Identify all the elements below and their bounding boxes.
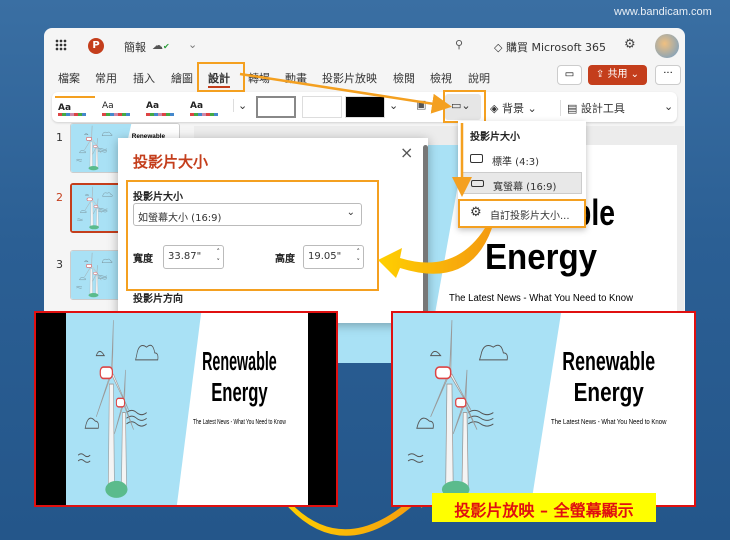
comments-button[interactable]: ▭ (557, 65, 582, 85)
slide-title-line2: Energy (485, 236, 597, 277)
slide-subtitle: The Latest News - What You Need to Know (193, 418, 286, 426)
height-label: 高度 (275, 254, 295, 265)
tab-0[interactable]: 檔案 (58, 72, 80, 85)
search-icon[interactable]: ⚲ (455, 38, 464, 51)
gear-icon: ⚙ (470, 205, 482, 220)
slide-subtitle: The Latest News - What You Need to Know (551, 419, 667, 426)
file-name[interactable]: 簡報 (124, 41, 146, 54)
designer-icon: ▤ (567, 102, 578, 115)
tab-5[interactable]: 轉場 (248, 72, 270, 85)
width-spinner[interactable]: ˄˅ (216, 248, 221, 266)
slide-title-line1: Renewable (132, 132, 165, 140)
tab-10[interactable]: 說明 (468, 72, 490, 85)
avatar[interactable] (655, 34, 679, 58)
tab-1[interactable]: 常用 (95, 72, 117, 85)
variant-tile-1[interactable] (256, 96, 296, 118)
thumbnail-number: 3 (56, 258, 63, 271)
menu-item-custom-slide-size[interactable]: ⚙自訂投影片大小... (458, 199, 586, 228)
chevron-down-icon: ⌄ (346, 207, 355, 218)
orientation-label: 投影片方向 (133, 294, 183, 305)
widescreen-size-icon (471, 180, 484, 187)
watermark: www.bandicam.com (614, 6, 712, 18)
variants-more-chevron-icon[interactable]: ⌄ (389, 99, 399, 112)
thumbnail-number: 1 (56, 131, 63, 144)
slide-title-line2: Energy (574, 379, 645, 408)
slide-title-line1: Renewable (202, 347, 277, 376)
share-button[interactable]: ⇪ 共用 ⌄ (588, 65, 647, 85)
app-launcher-icon[interactable] (55, 39, 67, 51)
theme-tile-4[interactable]: Aa (187, 96, 227, 118)
standard-size-icon (470, 154, 483, 163)
tab-4[interactable]: 設計 (208, 70, 230, 88)
height-spinner[interactable]: ˄˅ (356, 248, 361, 266)
theme-tile-2[interactable]: Aa (99, 96, 139, 118)
background-icon: ◈ (490, 102, 499, 115)
buy-microsoft-365-button[interactable]: ◇ 購買 Microsoft 365 (494, 39, 606, 55)
format-background-icon[interactable]: ▣ (416, 98, 427, 111)
tab-2[interactable]: 插入 (133, 72, 155, 85)
width-label: 寬度 (133, 254, 153, 265)
height-input[interactable]: 19.05"˄˅ (303, 245, 364, 269)
more-options-button[interactable]: ··· (655, 65, 681, 85)
caption-fullscreen: 投影片放映 – 全螢幕顯示 (432, 493, 656, 522)
comment-icon: ▭ (564, 69, 575, 80)
theme-tile-3[interactable]: Aa (143, 96, 183, 118)
slide-size-dialog: 投影片大小 × 投影片大小 如螢幕大小 (16:9)⌄ 寬度 33.87"˄˅ … (118, 138, 428, 323)
background-button[interactable]: ◈ 背景 ⌄ (490, 102, 537, 115)
chevron-down-icon[interactable]: ⌄ (188, 38, 198, 51)
slideshow-fullscreen-preview: Renewable Energy The Latest News - What … (391, 311, 696, 507)
gear-icon[interactable]: ⚙ (624, 37, 636, 52)
thumbnail-number: 2 (56, 191, 63, 204)
slide-size-button-highlight (443, 90, 486, 123)
menu-header: 投影片大小 (470, 132, 520, 143)
slide-title-line1: Renewable (562, 348, 655, 377)
themes-more-chevron-icon[interactable]: ⌄ (233, 99, 247, 112)
slide-size-menu: 投影片大小 標準 (4:3) 寬螢幕 (16:9) ⚙自訂投影片大小... (458, 121, 586, 228)
variant-tile-3[interactable] (345, 96, 385, 118)
powerpoint-logo: P (88, 38, 104, 54)
slide-graphic: Renewable Energy The Latest News - What … (393, 313, 694, 505)
tab-9[interactable]: 檢視 (430, 72, 452, 85)
slide-graphic: Renewable Energy The Latest News - What … (66, 313, 308, 505)
close-icon[interactable]: × (400, 143, 414, 162)
design-ribbon: Aa Aa Aa Aa ⌄ ⌄ ▣ ▭⌄ ◈ 背景 ⌄ ▤ 設計工具 ⌄ (52, 92, 677, 122)
buy-label: 購買 Microsoft 365 (505, 41, 607, 54)
tab-8[interactable]: 檢閱 (393, 72, 415, 85)
ribbon-expand-chevron-icon[interactable]: ⌄ (664, 100, 674, 113)
design-tab-highlight (197, 62, 245, 92)
share-label: 共用 (607, 69, 628, 80)
slide-size-select[interactable]: 如螢幕大小 (16:9)⌄ (133, 203, 362, 226)
theme-tile-1[interactable]: Aa (55, 96, 95, 118)
tab-7[interactable]: 投影片放映 (322, 72, 377, 85)
tab-6[interactable]: 動畫 (285, 72, 307, 85)
slideshow-letterboxed-preview: Renewable Energy The Latest News - What … (34, 311, 338, 507)
designer-button[interactable]: ▤ 設計工具 (560, 100, 625, 116)
variant-tile-2[interactable] (302, 96, 342, 118)
diamond-icon: ◇ (494, 41, 503, 54)
slide-subtitle: The Latest News - What You Need to Know (449, 293, 634, 304)
menu-item-standard[interactable]: 標準 (4:3) (462, 148, 582, 170)
share-icon: ⇪ (595, 69, 605, 80)
slide-title-line2: Energy (211, 378, 268, 407)
scrollbar[interactable] (423, 145, 428, 323)
dialog-title: 投影片大小 (133, 153, 209, 171)
cloud-check-icon: ☁✔ (152, 39, 170, 52)
width-input[interactable]: 33.87"˄˅ (163, 245, 224, 269)
slide-size-label: 投影片大小 (133, 192, 183, 203)
tab-3[interactable]: 繪圖 (171, 72, 193, 85)
menu-item-widescreen[interactable]: 寬螢幕 (16:9) (462, 172, 582, 194)
slide-size-icon: ▭ (451, 99, 462, 112)
